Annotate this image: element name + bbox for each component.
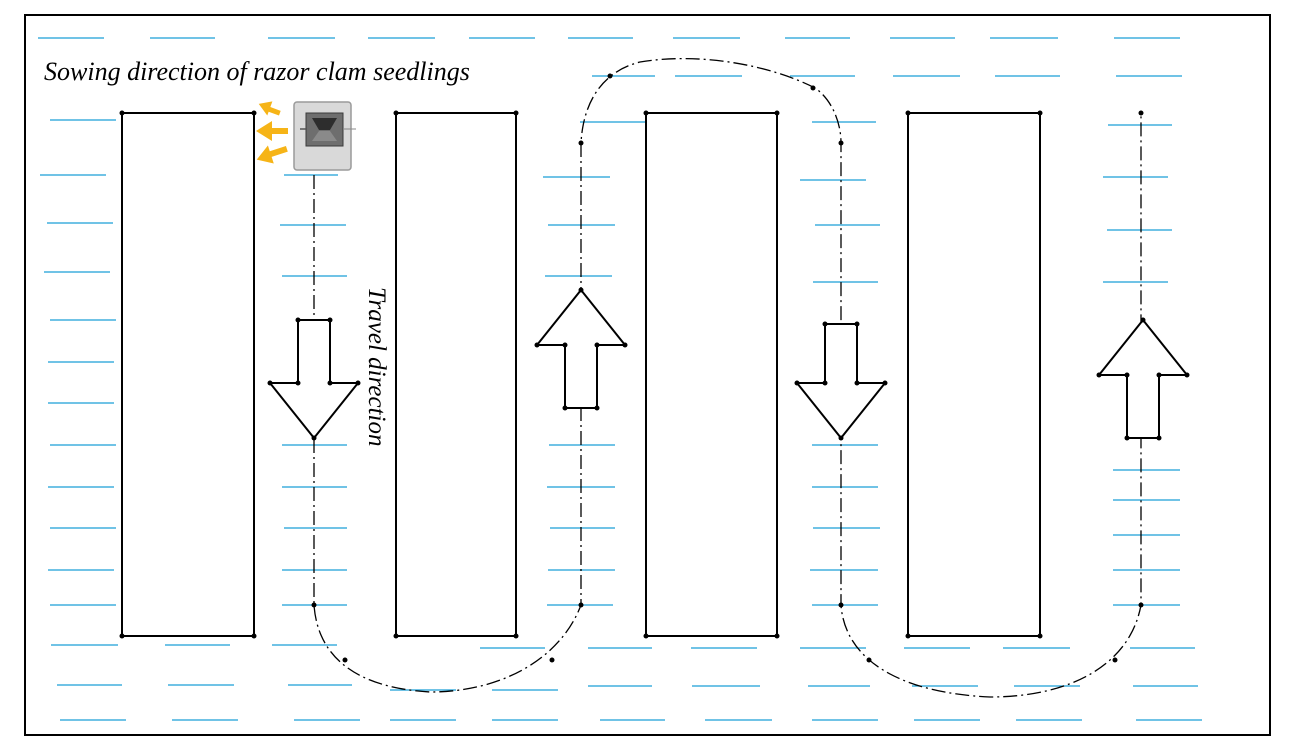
path-node: [810, 85, 816, 91]
bed-corner-dot: [905, 633, 911, 639]
bed-corner-dot: [774, 110, 780, 116]
arrow-vertex: [822, 321, 828, 327]
arrow-vertex: [854, 380, 860, 386]
travel-direction-label: Travel direction: [363, 287, 390, 446]
arrow-vertex: [578, 287, 584, 293]
hopper-base-icon: [312, 131, 337, 141]
arrow-vertex: [822, 380, 828, 386]
path-node: [838, 140, 844, 146]
arrow-vertex: [562, 342, 568, 348]
planting-bed-1: [121, 112, 255, 637]
travel-direction-arrows: [267, 287, 1190, 441]
bed-corner-dot: [643, 110, 649, 116]
bed-corner-dot: [643, 633, 649, 639]
arrow-vertex: [854, 321, 860, 327]
arrow-vertex: [295, 317, 301, 323]
path-node: [311, 602, 317, 608]
sowing-arrow-icon: [258, 101, 281, 116]
arrow-vertex: [882, 380, 888, 386]
arrow-vertex: [594, 405, 600, 411]
bed-corner-dot: [119, 633, 125, 639]
sowing-direction-label: Sowing direction of razor clam seedlings: [44, 57, 470, 86]
path-node: [1112, 657, 1118, 663]
bed-corner-dot: [119, 110, 125, 116]
travel-arrow-up-icon: [1096, 318, 1190, 439]
bed-corner-dots: [119, 110, 1043, 639]
path-node: [549, 657, 555, 663]
path-vertices: [311, 73, 1144, 663]
bed-corner-dot: [513, 110, 519, 116]
arrow-vertex: [327, 380, 333, 386]
arrow-vertex: [327, 317, 333, 323]
sowing-arrow-icon: [256, 121, 288, 141]
path-node: [1138, 602, 1144, 608]
planting-beds: [121, 112, 1041, 637]
bed-corner-dot: [1037, 633, 1043, 639]
arrow-vertex: [562, 405, 568, 411]
bed-corner-dot: [774, 633, 780, 639]
bed-corner-dot: [251, 633, 257, 639]
planting-bed-4: [907, 112, 1041, 637]
path-node: [607, 73, 613, 79]
arrow-vertex: [1184, 372, 1190, 378]
travel-path: [313, 57, 1142, 698]
arrow-vertex: [1124, 435, 1130, 441]
bed-corner-dot: [905, 110, 911, 116]
hopper-funnel-icon: [312, 118, 337, 130]
diagram-border: [24, 14, 1271, 736]
sowing-arrows: [256, 101, 288, 164]
path-node: [1138, 110, 1144, 116]
bed-corner-dot: [251, 110, 257, 116]
arrow-vertex: [295, 380, 301, 386]
arrow-vertex: [267, 380, 273, 386]
arrow-vertex: [1156, 372, 1162, 378]
arrow-vertex: [1124, 372, 1130, 378]
arrow-vertex: [1096, 372, 1102, 378]
arrow-vertex: [355, 380, 361, 386]
travel-arrow-down-icon: [794, 323, 888, 440]
planting-bed-2: [395, 112, 517, 637]
path-node: [838, 602, 844, 608]
arrow-vertex: [838, 435, 844, 441]
arrow-vertex: [794, 380, 800, 386]
arrow-vertex: [594, 342, 600, 348]
sowing-machine: [293, 101, 356, 171]
bed-corner-dot: [393, 110, 399, 116]
travel-arrow-up-icon: [534, 288, 628, 409]
path-node: [578, 602, 584, 608]
arrow-vertex: [622, 342, 628, 348]
travel-arrow-down-icon: [267, 319, 361, 440]
path-node: [342, 657, 348, 663]
path-node: [866, 657, 872, 663]
path-node: [578, 140, 584, 146]
bed-corner-dot: [513, 633, 519, 639]
arrow-vertex: [534, 342, 540, 348]
sowing-arrow-icon: [256, 145, 288, 164]
bed-corner-dot: [393, 633, 399, 639]
arrow-vertex: [311, 435, 317, 441]
arrow-vertex: [1156, 435, 1162, 441]
arrow-vertex: [1140, 317, 1146, 323]
planting-bed-3: [645, 112, 778, 637]
bed-corner-dot: [1037, 110, 1043, 116]
